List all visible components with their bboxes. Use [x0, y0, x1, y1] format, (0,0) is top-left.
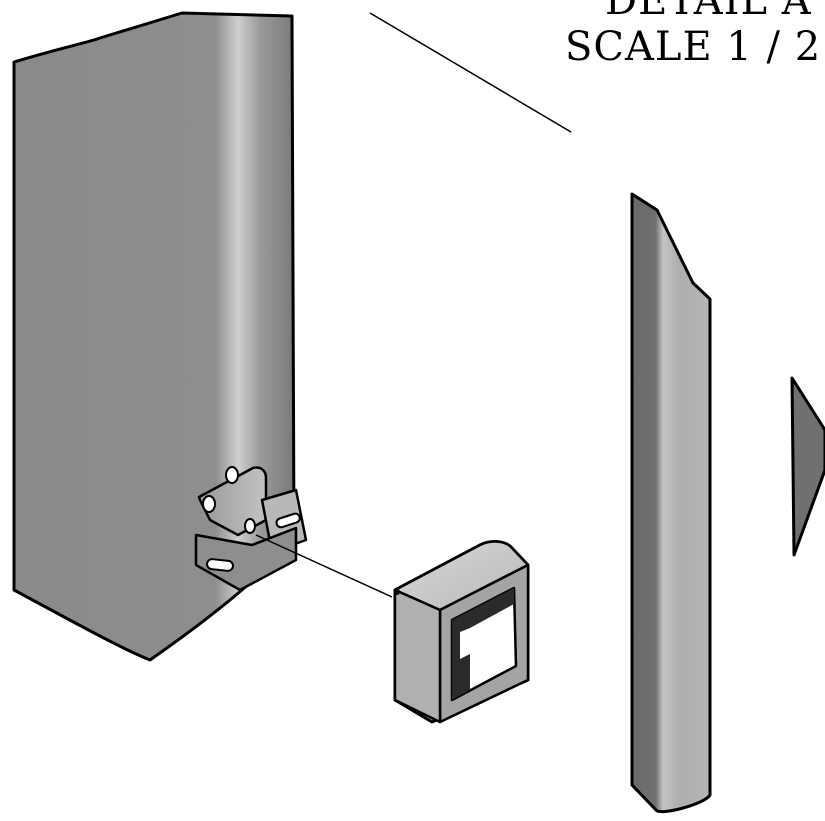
- corner-bracket: [194, 466, 308, 592]
- detail-leader-line: [369, 12, 572, 133]
- square-sleeve: [393, 540, 530, 724]
- wedge-piece: [790, 376, 825, 557]
- angled-strip: [630, 192, 712, 814]
- assembly-line: [255, 534, 393, 598]
- detail-title: DETAIL A: [605, 0, 812, 24]
- detail-scale: SCALE 1 / 2: [565, 24, 822, 70]
